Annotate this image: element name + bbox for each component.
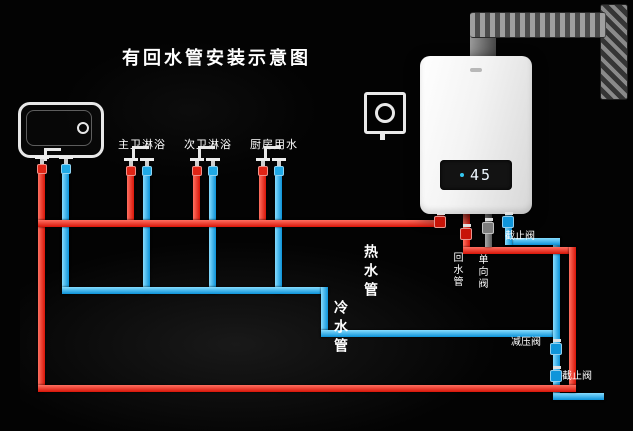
hot-pipe-label: 热水管 xyxy=(362,244,378,301)
tap-handle-bar xyxy=(190,158,204,161)
master-bath-hot-tap xyxy=(124,158,138,176)
tap-body-hot xyxy=(192,166,202,176)
tap-handle-bar xyxy=(272,158,286,161)
fixture-label-master-bath: 主卫淋浴 xyxy=(118,138,166,151)
heater-status-dot xyxy=(459,173,464,177)
gas-valve-box xyxy=(364,92,406,134)
tap-body-hot xyxy=(258,166,268,176)
cold-branch-vertical xyxy=(321,287,328,337)
cold-riser-master-bath xyxy=(143,176,150,294)
diagram-title: 有回水管安装示意图 xyxy=(122,48,311,69)
kitchen-cold-tap xyxy=(272,158,286,176)
heater-display-value: 45 xyxy=(469,166,493,184)
tap-stem xyxy=(64,159,68,164)
second-bath-hot-tap xyxy=(190,158,204,176)
cold-riser-second-bath xyxy=(209,176,216,294)
tap-stem xyxy=(145,161,149,166)
bathtub-hot-tap xyxy=(35,156,49,174)
tap-stem xyxy=(40,159,44,164)
tap-body-cold xyxy=(142,166,152,176)
tap-stem xyxy=(211,161,215,166)
return-pipe-right-vertical xyxy=(569,247,576,392)
bathtub-cold-tap xyxy=(59,156,73,174)
tap-stem xyxy=(277,161,281,166)
cold-riser-kitchen xyxy=(275,176,282,294)
cold-link-horizontal xyxy=(505,238,560,245)
pressure-reducing-valve-label: 减压阀 xyxy=(511,337,541,348)
heater-logo xyxy=(470,68,482,72)
gas-valve-stub xyxy=(380,131,385,140)
gas-valve-icon xyxy=(482,218,494,234)
kitchen-faucet-spout xyxy=(264,146,281,159)
return-pipe-bottom xyxy=(38,385,576,392)
tap-body-hot xyxy=(37,164,47,174)
tap-body-hot xyxy=(126,166,136,176)
check-valve-label: 单向阀 xyxy=(476,254,487,290)
tap-handle-bar xyxy=(140,158,154,161)
tap-handle-bar xyxy=(124,158,138,161)
cold-distribution-horizontal xyxy=(62,287,328,294)
kitchen-hot-tap xyxy=(256,158,270,176)
fixture-label-kitchen: 厨房用水 xyxy=(250,138,298,151)
return-check-valve-icon xyxy=(460,224,472,240)
tap-handle-bar xyxy=(35,156,49,159)
tap-handle-bar xyxy=(206,158,220,161)
tap-handle-bar xyxy=(59,156,73,159)
heater-display: 45 xyxy=(440,160,512,190)
hot-outlet-valve-icon xyxy=(434,212,446,228)
hot-riser-kitchen xyxy=(259,176,266,227)
hot-supply-main xyxy=(38,220,444,227)
cold-bottom-stub xyxy=(553,393,604,400)
second-bath-faucet-spout xyxy=(198,146,215,159)
tap-body-cold xyxy=(61,164,71,174)
cold-main-vertical xyxy=(553,238,560,398)
inlet-stop-valve-icon xyxy=(550,366,562,382)
inlet-stop-valve-label: 截止阀 xyxy=(562,371,592,382)
return-pipe-label: 回水管 xyxy=(451,252,462,288)
exhaust-duct-horizontal xyxy=(470,12,606,38)
cold-inlet-stop-valve-icon xyxy=(502,212,514,228)
bathtub-drain xyxy=(77,122,89,134)
cold-riser-bathtub xyxy=(62,174,69,294)
hot-riser-second-bath xyxy=(193,176,200,227)
hot-riser-and-return-bathtub xyxy=(38,174,45,392)
master-bath-faucet-spout xyxy=(132,146,149,159)
return-pipe-horizontal xyxy=(463,247,576,254)
cold-inlet-stub xyxy=(505,213,512,245)
fixture-label-second-bath: 次卫淋浴 xyxy=(184,138,232,151)
tap-handle-bar xyxy=(256,158,270,161)
tap-stem xyxy=(129,161,133,166)
cold-branch-horizontal xyxy=(321,330,560,337)
bathtub xyxy=(18,102,104,158)
tap-stem xyxy=(195,161,199,166)
pressure-reducing-valve-icon xyxy=(550,339,562,355)
cold-pipe-label: 冷水管 xyxy=(332,300,348,357)
bathtub-inner xyxy=(26,110,92,146)
heater-stop-valve-label: 截止阀 xyxy=(505,231,535,242)
master-bath-cold-tap xyxy=(140,158,154,176)
water-heater: 45 xyxy=(420,56,532,214)
gas-valve-circle xyxy=(375,103,395,123)
bathtub-faucet-spout xyxy=(44,148,61,161)
tap-body-cold xyxy=(274,166,284,176)
second-bath-cold-tap xyxy=(206,158,220,176)
hot-riser-master-bath xyxy=(127,176,134,227)
tap-body-cold xyxy=(208,166,218,176)
tap-stem xyxy=(261,161,265,166)
